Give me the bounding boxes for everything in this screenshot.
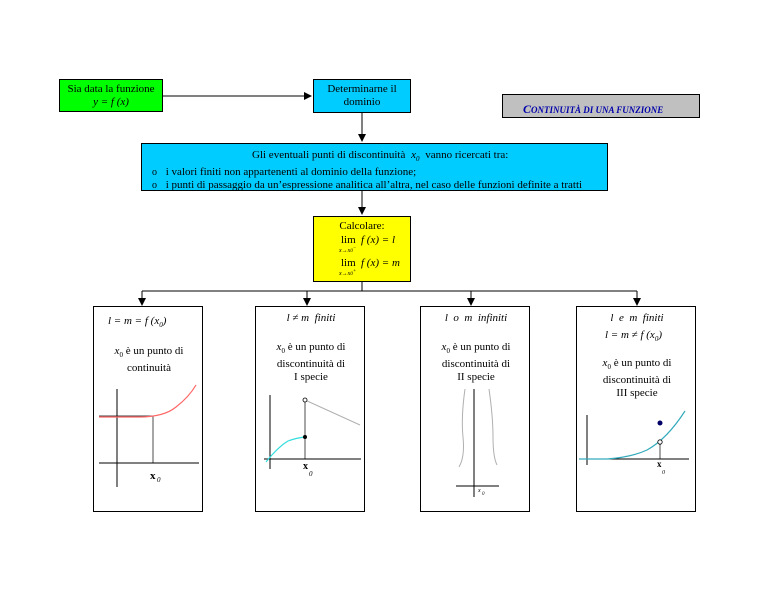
box4-lim1: lim [341,234,356,246]
panel2-axis-sub: 0 [309,470,313,478]
page-title: CONTINUITÀ DI UNA FUNZIONE [502,94,700,118]
panel1-text: x0 è un punto di continuità [94,345,204,375]
panel4-header2-text: l = m ≠ f (x [605,329,655,341]
box-domain-line1: Determinarne il [327,83,397,95]
panel2-text3: I specie [294,371,328,384]
panel4-curve [579,410,686,460]
box3-line1a: Gli eventuali punti di discontinuità [252,149,406,161]
panel3-text3: II specie [457,371,495,384]
panel1-x: x [114,345,120,357]
box3-line1d: vanno ricercati tra: [425,149,509,161]
panel1-header-close: ) [162,315,167,327]
box3-item1: i valori finiti non appartenenti al domi… [165,166,417,179]
panel4-header2: l = m ≠ f (x0) [605,329,662,346]
panel1-x-sub: 0 [119,351,123,360]
panel2-axis-label: x [303,461,308,472]
panel-second-kind: l o m infiniti x0 è un punto di disconti… [420,306,530,512]
panel1-axis-sub: 0 [157,476,161,484]
panel4-header2-sub: 0 [654,335,659,344]
panel4-axis-label: x [657,459,662,469]
box4-lim2-sub: x→x0+ [339,269,356,278]
panel2-curve-right [304,399,361,426]
box4-sub2-sign: + [352,269,357,274]
panel4-text2: discontinuità di [602,374,672,387]
box4-sub2-0: 0 [350,272,353,277]
panel3-axis-label: x [477,488,481,494]
box-calculate-limits: Calcolare: lim x→x0− f (x) = l lim x→x0+… [313,216,411,282]
panel2-text1: è un punto di [284,341,346,353]
panel3-text1: è un punto di [449,341,511,353]
panel-first-kind: l ≠ m finiti x0 è un punto di discontinu… [255,306,365,512]
panel2-curve-left [265,436,306,463]
panel3-x-sub: 0 [446,347,450,356]
panel1-graph: x 0 [99,384,199,487]
box4-lim1-sub: x→x0− [339,246,356,255]
panel1-header-sub: 0 [159,321,163,330]
box4-sub1-0: 0 [350,249,353,254]
panel2-open-point [302,397,308,403]
box4-eq2: f (x) = m [361,257,400,269]
panel2-x: x [276,341,282,353]
panel4-header2-close: ) [658,329,662,341]
panel4-text3: III specie [616,387,658,400]
box4-sub1-sign: − [352,246,357,251]
panel1-header: l = m = f (x0) [108,315,166,332]
title-rest: ONTINUITÀ DI UNA FUNZIONE [531,105,664,115]
panel2-filled-point [303,435,307,439]
box3-x: x [411,149,417,161]
panel4-text: x0 è un punto di discontinuità di III sp… [577,357,697,400]
panel3-axis-sub: 0 [482,492,485,497]
panel2-graph: x 0 [264,395,361,478]
box4-sub1: x→x [339,248,351,254]
box-domain-line2: dominio [343,96,381,108]
panel3-header: l o m infiniti [444,312,508,324]
title-initial: C [523,102,532,116]
panel-third-kind: l e m finiti l = m ≠ f (x0) x0 è un punt… [576,306,696,512]
box-given-function-line2: y = f (x) [93,96,129,108]
box3-bullet-2: o [152,180,157,192]
panel3-curve-right [488,388,498,466]
panel1-axis-label: x [150,470,156,482]
panel3-text2: discontinuità di [441,358,511,371]
panel2-header: l ≠ m finiti [286,312,336,324]
box4-lim2: lim [341,257,356,269]
box4-eq1: f (x) = l [361,234,395,246]
panel4-text1: è un punto di [610,357,672,369]
box4-sub2: x→x [339,271,351,277]
panel4-graph: x 0 [579,410,689,476]
box3-item2: i punti di passaggio da un’espressione a… [165,179,583,192]
panel4-filled-point [657,420,663,426]
panel4-open-point [657,439,663,445]
panel3-text: x0 è un punto di discontinuità di II spe… [421,341,531,384]
panel3-graph: x 0 [456,388,499,497]
panel1-header-text: l = m = f (x [108,315,160,327]
box-domain: Determinarne il dominio [313,79,411,113]
box3-x-sub: 0 [416,155,420,164]
panel4-axis-sub: 0 [662,470,665,476]
panel2-x-sub: 0 [281,347,285,356]
panel4-x-sub: 0 [607,363,611,372]
panel2-text2: discontinuità di [276,358,346,371]
panel1-curve [99,384,197,418]
panel1-text1: è un punto di [122,345,184,357]
box-discontinuity-points: Gli eventuali punti di discontinuità x0 … [141,143,608,191]
panel4-x: x [602,357,608,369]
box-given-function-line1: Sia data la funzione [67,83,155,95]
panel2-text: x0 è un punto di discontinuità di I spec… [256,341,366,384]
panel4-header1: l e m finiti [610,312,664,324]
box3-bullet-1: o [152,167,157,179]
box-given-function: Sia data la funzione y = f (x) [59,79,163,112]
panel3-x: x [441,341,447,353]
panel1-text2: continuità [127,362,171,375]
panel3-curve-left [458,388,466,468]
panel-continuity: l = m = f (x0) x0 è un punto di continui… [93,306,203,512]
box4-title: Calcolare: [339,220,385,232]
